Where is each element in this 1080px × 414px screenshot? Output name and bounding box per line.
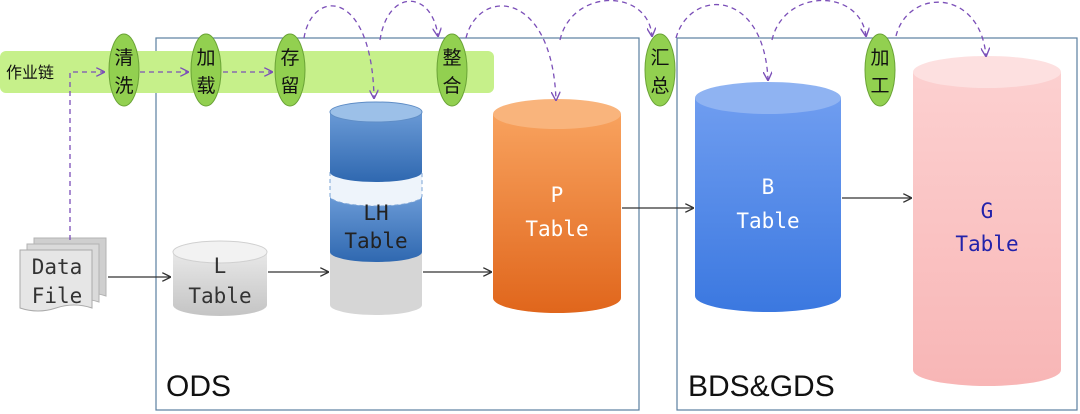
dashed-arc-store-to-lh xyxy=(303,5,374,98)
lh-table-line2: Table xyxy=(344,229,407,253)
b-table-line2: Table xyxy=(736,209,799,233)
step-process-bottom: 工 xyxy=(870,75,889,97)
dashed-arc-summary-to-b xyxy=(675,4,768,80)
dashed-datafile-to-chain xyxy=(69,72,104,240)
step-merge-bottom: 合 xyxy=(442,75,461,97)
data-file-line2: File xyxy=(32,284,83,308)
g-table-line2: Table xyxy=(955,232,1018,256)
ods-zone xyxy=(155,37,640,411)
step-merge-top: 整 xyxy=(442,47,461,69)
dashed-arc-merge-to-p xyxy=(465,5,556,100)
l-table-line2: Table xyxy=(188,284,251,308)
step-store-top: 存 xyxy=(280,47,299,69)
p-table-cylinder xyxy=(493,99,621,313)
dashed-arc-b-to-process xyxy=(771,0,866,41)
step-store-bottom: 留 xyxy=(280,75,299,97)
step-process-top: 加 xyxy=(870,47,889,69)
l-table-cylinder xyxy=(172,240,268,316)
step-load-top: 加 xyxy=(196,47,215,69)
step-summary-bottom: 总 xyxy=(650,75,669,97)
step-merge: 整 合 xyxy=(436,33,468,107)
p-table-line1: P xyxy=(551,183,564,207)
step-process: 加 工 xyxy=(864,33,896,107)
step-load-bottom: 载 xyxy=(196,75,215,97)
step-clean: 清 洗 xyxy=(108,33,140,107)
step-store: 存 留 xyxy=(274,33,306,107)
dashed-arc-lh-to-merge xyxy=(379,0,438,41)
bds-gds-zone-label: BDS&GDS xyxy=(688,370,835,403)
ods-zone-label: ODS xyxy=(166,370,231,403)
data-file-line1: Data xyxy=(32,255,83,279)
job-chain-label: 作业链 xyxy=(6,63,54,82)
b-table-cylinder xyxy=(695,82,841,312)
step-clean-bottom: 洗 xyxy=(114,75,133,97)
l-table-line1: L xyxy=(214,254,227,278)
g-table-cylinder xyxy=(913,56,1061,386)
lh-table-cylinder xyxy=(329,101,423,315)
g-table-line1: G xyxy=(981,199,994,223)
lh-table-line1: LH xyxy=(363,201,388,225)
p-table-line2: Table xyxy=(525,217,588,241)
data-file-icon xyxy=(19,237,107,312)
step-summary: 汇 总 xyxy=(644,33,676,107)
step-summary-top: 汇 xyxy=(650,47,669,69)
dashed-arc-process-to-g xyxy=(895,1,986,56)
dashed-arc-p-to-summary xyxy=(559,0,652,41)
b-table-line1: B xyxy=(762,175,775,199)
step-load: 加 载 xyxy=(190,33,222,107)
step-clean-top: 清 xyxy=(114,47,133,69)
